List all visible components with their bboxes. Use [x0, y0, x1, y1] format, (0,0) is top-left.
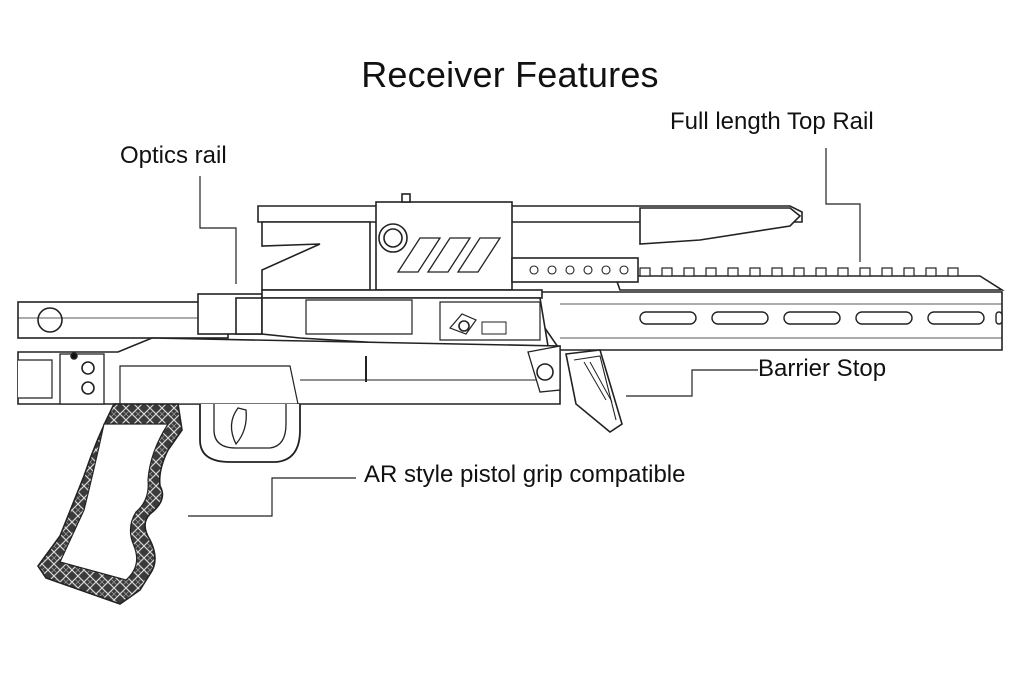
- leader-top-rail: [825, 148, 861, 262]
- leader-barrier-stop: [626, 369, 758, 397]
- callout-optics-rail: Optics rail: [120, 142, 227, 169]
- chassis: [17, 337, 561, 405]
- leader-pistol-grip: [188, 477, 356, 517]
- leader-optics-rail: [199, 176, 237, 284]
- callout-pistol-grip: AR style pistol grip compatible: [364, 461, 686, 488]
- barrel-tube: [17, 301, 229, 339]
- top-rail: [613, 267, 1005, 291]
- pistol-grip: [37, 403, 183, 605]
- callout-barrier-stop: Barrier Stop: [758, 355, 887, 382]
- callout-top-rail: Full length Top Rail: [670, 108, 874, 135]
- barrier-stop: [565, 349, 623, 433]
- receiver-body: [261, 297, 549, 347]
- leader-lines: [188, 148, 861, 517]
- scope: [257, 193, 803, 291]
- handguard-slots: [639, 311, 1003, 325]
- diagram-title: Receiver Features: [361, 54, 659, 95]
- trigger-guard: [199, 404, 301, 463]
